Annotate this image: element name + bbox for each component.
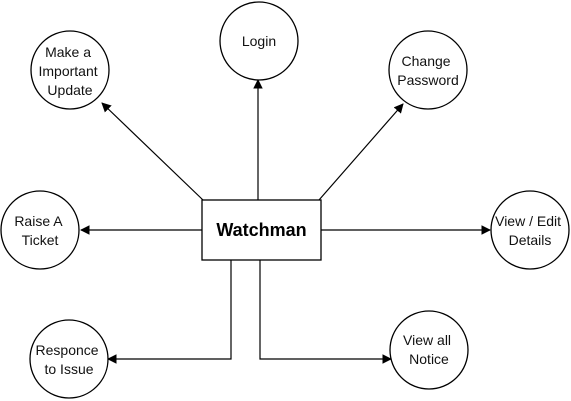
watchman-label: Watchman	[216, 220, 306, 240]
edge-to-change-password	[318, 103, 404, 201]
node-change-password: Change Password	[388, 30, 468, 110]
important-update-line-2: Important	[38, 63, 97, 79]
change-password-line-2: Password	[397, 72, 458, 88]
important-update-line-3: Update	[47, 82, 92, 98]
svg-text:View / Edit Details: View / Edit Details	[495, 213, 565, 248]
edge-to-important-update	[101, 102, 204, 201]
svg-text:Responce to Issue: Responce to Issue	[36, 342, 103, 377]
node-view-edit-details: View / Edit Details	[490, 190, 570, 270]
login-label: Login	[242, 33, 276, 49]
edge-to-response-issue	[107, 260, 232, 364]
edge-to-view-notice	[259, 260, 392, 364]
watchman-box: Watchman	[201, 199, 322, 261]
node-response-issue: Responce to Issue	[29, 319, 109, 399]
svg-text:Raise A Ticket: Raise A Ticket	[14, 213, 65, 248]
view-edit-line-1: View / Edit	[495, 213, 561, 229]
svg-text:Make a Important U: Make a Important Update	[38, 44, 101, 98]
svg-text:Change Password: Change Password	[397, 53, 458, 88]
important-update-line-1: Make a	[45, 44, 91, 60]
svg-text:View all Notice: View all Notice	[403, 332, 455, 367]
change-password-line-1: Change	[402, 53, 451, 69]
raise-ticket-line-1: Raise A	[14, 213, 63, 229]
raise-ticket-line-2: Ticket	[22, 232, 59, 248]
view-notice-line-1: View all	[403, 332, 451, 348]
response-issue-line-2: to Issue	[44, 361, 93, 377]
node-login: Login	[219, 1, 299, 81]
node-raise-ticket: Raise A Ticket	[0, 190, 80, 270]
response-issue-line-1: Responce	[36, 342, 99, 358]
view-edit-line-2: Details	[509, 232, 552, 248]
node-view-notice: View all Notice	[389, 310, 469, 390]
node-important-update: Make a Important Update	[30, 30, 110, 110]
view-notice-line-2: Notice	[409, 351, 449, 367]
